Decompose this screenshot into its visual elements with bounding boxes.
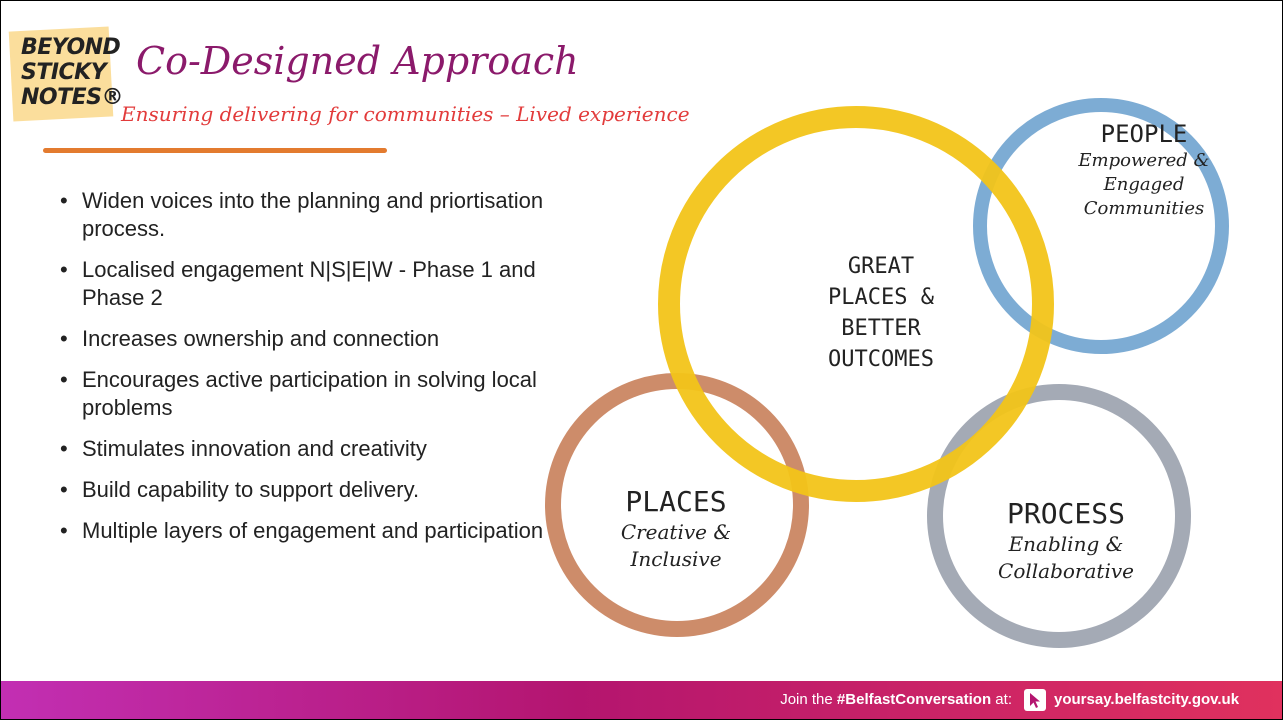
places-heading: PLACES — [625, 485, 727, 518]
footer-url[interactable]: yoursay.belfastcity.gov.uk — [1054, 691, 1240, 708]
bullet-item: Multiple layers of engagement and partic… — [56, 517, 556, 545]
logo-text: BEYOND STICKY NOTES® — [21, 35, 124, 110]
process-heading: PROCESS — [1006, 497, 1125, 530]
bullet-item: Widen voices into the planning and prior… — [56, 187, 556, 243]
center-line-1: GREAT — [847, 254, 915, 279]
people-line-1: Empowered & — [1078, 150, 1210, 171]
bullet-item: Localised engagement N|S|E|W - Phase 1 a… — [56, 256, 556, 312]
process-line-1: Enabling & — [1008, 532, 1124, 556]
logo-line-1: BEYOND — [21, 35, 121, 60]
bullet-item: Increases ownership and connection — [56, 325, 556, 353]
beyond-sticky-notes-logo: BEYOND STICKY NOTES® — [8, 26, 124, 122]
logo-line-3: NOTES® — [21, 85, 124, 110]
bullet-list: Widen voices into the planning and prior… — [56, 187, 556, 558]
people-label: PEOPLE Empowered & Engaged Communities — [1059, 119, 1229, 221]
footer-text: Join the #BelfastConversation at: — [780, 691, 1012, 708]
bullet-item: Build capability to support delivery. — [56, 476, 556, 504]
center-label: GREAT PLACES & BETTER OUTCOMES — [791, 251, 971, 375]
people-line-3: Communities — [1083, 198, 1205, 219]
slide-title: Co-Designed Approach — [136, 39, 579, 83]
title-underline — [43, 148, 387, 153]
process-line-2: Collaborative — [998, 559, 1134, 583]
footer-suffix: at: — [991, 691, 1012, 708]
people-line-2: Engaged — [1103, 174, 1185, 195]
logo-line-2: STICKY — [21, 60, 107, 85]
center-line-3: BETTER — [841, 316, 921, 341]
center-line-4: OUTCOMES — [828, 347, 934, 372]
bullet-item: Encourages active participation in solvi… — [56, 366, 556, 422]
footer-prefix: Join the — [780, 691, 837, 708]
places-line-1: Creative & — [620, 520, 732, 544]
slide-subtitle: Ensuring delivering for communities – Li… — [121, 102, 690, 126]
places-line-2: Inclusive — [630, 547, 722, 571]
center-line-2: PLACES & — [828, 285, 934, 310]
footer-banner: Join the #BelfastConversation at: yoursa… — [1, 681, 1282, 719]
cursor-icon — [1024, 689, 1046, 711]
bullet-item: Stimulates innovation and creativity — [56, 435, 556, 463]
process-label: PROCESS Enabling & Collaborative — [971, 497, 1161, 585]
places-label: PLACES Creative & Inclusive — [586, 485, 766, 573]
people-heading: PEOPLE — [1100, 120, 1188, 148]
footer-hashtag: #BelfastConversation — [836, 691, 992, 708]
